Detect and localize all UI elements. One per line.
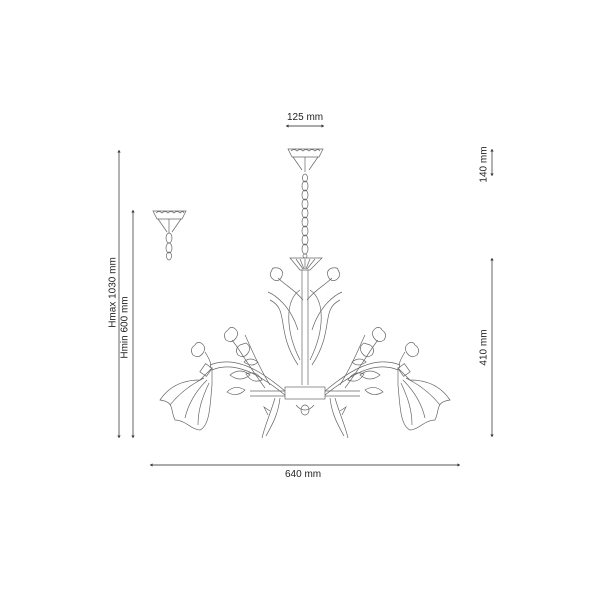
dimension-lines [117,124,494,467]
left-arm [159,326,286,431]
body-height-label: 410 mm [478,329,490,366]
canopy-height-label: 140 mm [478,146,490,183]
canopy-short-variant [152,210,187,261]
canopy [287,148,324,172]
chain [301,173,309,259]
central-body [250,386,360,439]
hmax-label: Hmax 1030 mm [107,257,119,328]
overall-width-label: 640 mm [285,469,322,480]
central-stem [267,257,343,385]
canopy-width-label: 125 mm [287,112,324,123]
right-arm [324,326,451,431]
hmin-label: Hmin 600 mm [119,296,131,359]
